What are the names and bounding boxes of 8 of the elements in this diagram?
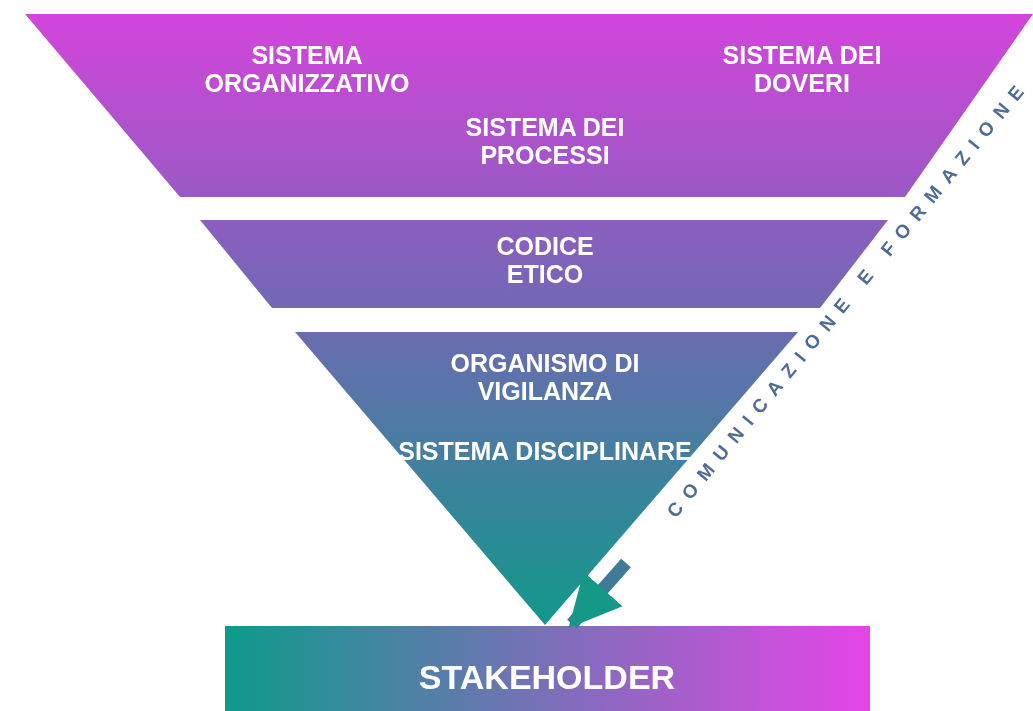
arrow <box>567 558 631 629</box>
stakeholder-bar <box>225 626 870 711</box>
node-label: SISTEMA DEI PROCESSI <box>464 114 626 169</box>
node-label: SISTEMA DEI DOVERI <box>721 42 882 97</box>
node-label: ORGANISMO DI VIGILANZA <box>449 350 641 405</box>
node-label: SISTEMA ORGANIZZATIVO <box>203 42 411 97</box>
node-label: CODICE ETICO <box>495 233 595 288</box>
node-label: STAKEHOLDER <box>417 659 677 697</box>
